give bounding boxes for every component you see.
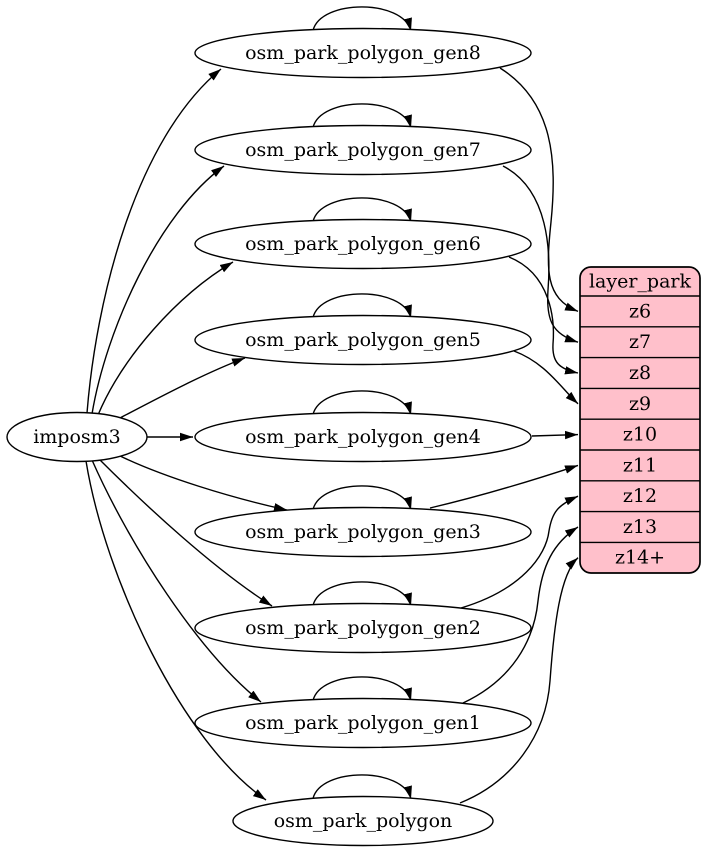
layer-park-table: layer_park z6 z7 z8 z9 z10 z11 z12 z13 z… [579,266,701,574]
self-loop-osm-park-polygon [312,774,412,800]
layer-park-row-z9: z9 [629,393,651,415]
layer-park-row-z6: z6 [629,300,651,322]
layer-park-row-z12: z12 [623,485,657,507]
edges-from-source [85,68,288,801]
node-osm-park-polygon-gen1: osm_park_polygon_gen1 [194,697,532,749]
node-osm-park-polygon: osm_park_polygon [232,795,494,847]
self-loop-osm-park-polygon-gen1 [312,676,412,702]
node-osm-park-polygon-gen8: osm_park_polygon_gen8 [194,27,532,79]
self-loop-osm-park-polygon-gen2 [312,581,412,607]
self-loop-osm-park-polygon-gen5 [312,293,412,319]
table-ellipse [194,697,532,749]
table-label: osm_park_polygon_gen5 [245,329,481,351]
edge-imposm3-to-osm-park-polygon-gen2 [98,458,273,607]
edge-osm-park-polygon-gen2-to-z12 [460,495,579,609]
edges-to-layer [429,67,579,804]
node-osm-park-polygon-gen7: osm_park_polygon_gen7 [194,124,532,176]
table-label: osm_park_polygon_gen1 [245,712,481,734]
edge-osm-park-polygon-gen5-to-z9 [513,350,579,405]
layer-park-row-z7: z7 [629,331,651,353]
layer-park-row-z14plus: z14+ [615,547,665,569]
table-label: osm_park_polygon_gen8 [245,42,481,64]
edge-imposm3-to-osm-park-polygon-gen8 [86,68,222,414]
layer-park-row-z11: z11 [623,454,657,476]
node-osm-park-polygon-gen3: osm_park_polygon_gen3 [194,506,532,558]
table-label: osm_park_polygon_gen2 [245,617,481,639]
table-ellipse [194,411,532,463]
table-ellipse [194,602,532,654]
imposm3-label: imposm3 [33,426,121,448]
node-osm-park-polygon-gen2: osm_park_polygon_gen2 [194,602,532,654]
edge-osm-park-polygon-gen8-to-z6 [499,67,579,313]
node-osm-park-polygon-gen6: osm_park_polygon_gen6 [194,218,532,270]
layer-park-row-z13: z13 [623,516,657,538]
table-label: osm_park_polygon [274,810,453,832]
table-label: osm_park_polygon_gen4 [245,426,481,448]
node-osm-park-polygon-gen5: osm_park_polygon_gen5 [194,314,532,366]
edge-osm-park-polygon-gen7-to-z7 [502,165,579,343]
table-ellipse [194,314,532,366]
table-ellipse [194,27,532,79]
table-label: osm_park_polygon_gen3 [245,521,481,543]
table-ellipse [194,124,532,176]
layer-park-frame [579,266,701,574]
table-ellipse [232,795,494,847]
edge-osm-park-polygon-gen4-to-z10 [531,430,579,440]
self-loop-osm-park-polygon-gen4 [312,390,412,416]
edge-osm-park-polygon-gen6-to-z8 [508,256,579,375]
edge-imposm3-to-osm-park-polygon-gen6 [97,261,234,416]
edge-imposm3-to-osm-park-polygon-gen5 [117,357,246,420]
table-label: osm_park_polygon_gen6 [245,233,481,255]
layer-park-title: layer_park [589,271,692,293]
edge-osm-park-polygon-gen1-to-z13 [462,526,579,704]
node-osm-park-polygon-gen4: osm_park_polygon_gen4 [194,411,532,463]
layer-park-row-z8: z8 [629,362,651,384]
self-loop-osm-park-polygon-gen6 [312,197,412,223]
layer-park-row-z10: z10 [623,424,657,446]
table-label: osm_park_polygon_gen7 [245,139,481,161]
edge-osm-park-polygon-to-z14 [459,557,579,804]
table-ellipse [194,218,532,270]
edge-imposm3-to-osm-park-polygon [85,460,267,801]
self-loop-osm-park-polygon-gen3 [312,485,412,511]
imposm3-ellipse [6,411,148,463]
edge-imposm3-to-osm-park-polygon-gen1 [91,459,262,703]
edge-imposm3-to-osm-park-polygon-gen3 [117,454,288,512]
edge-osm-park-polygon-gen3-to-z11 [429,464,579,509]
table-ellipse [194,506,532,558]
self-loops [312,6,412,800]
self-loop-osm-park-polygon-gen8 [312,6,412,32]
edge-imposm3-to-osm-park-polygon-gen7 [91,165,225,415]
node-imposm3: imposm3 [6,411,148,463]
self-loop-osm-park-polygon-gen7 [312,103,412,129]
